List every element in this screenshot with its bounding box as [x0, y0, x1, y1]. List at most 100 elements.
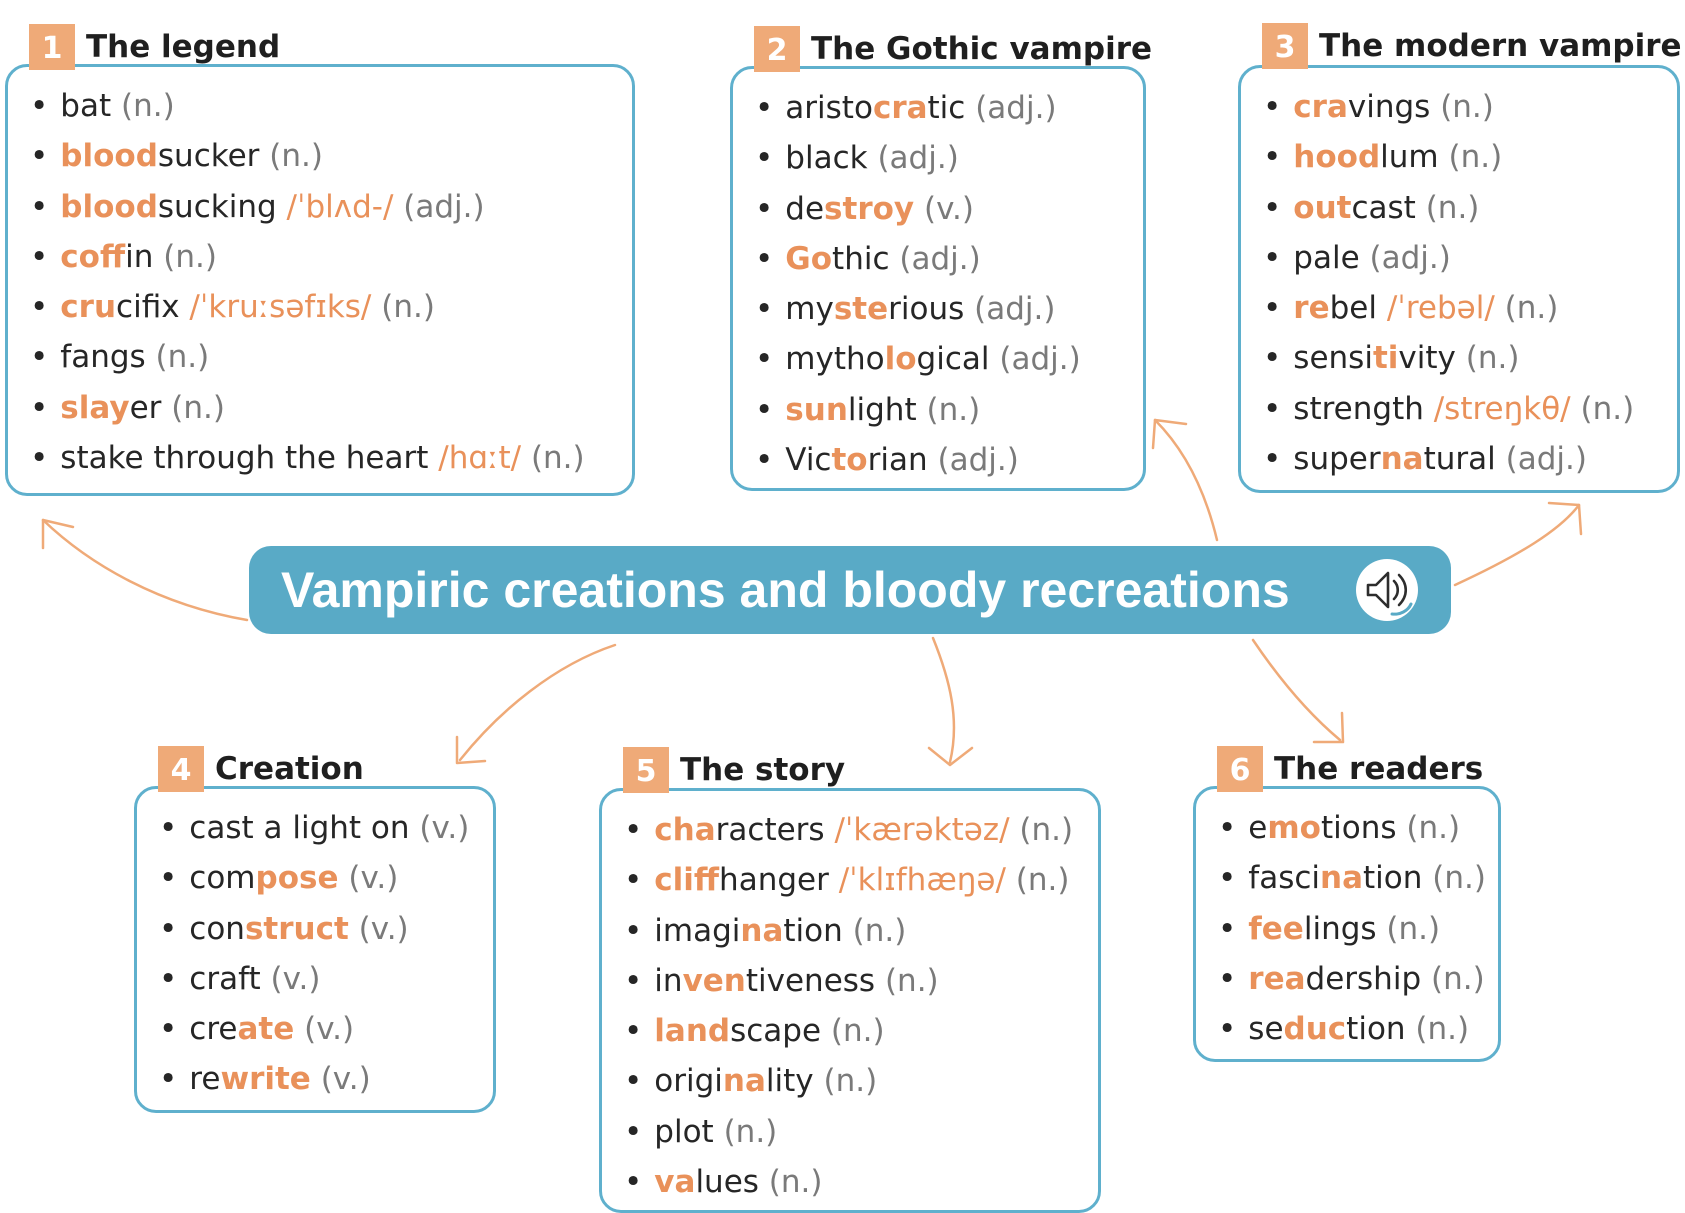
bullet: • [755, 140, 774, 177]
page-title: Vampiric creations and bloody recreation… [281, 562, 1290, 618]
bullet: • [755, 442, 774, 479]
word-text: sucking [157, 188, 277, 225]
part-of-speech: (n.) [163, 238, 217, 275]
bullet: • [1263, 89, 1282, 125]
word-stress: to [831, 442, 868, 479]
part-of-speech: (n.) [1406, 810, 1461, 846]
word-item: •bat (n.) [30, 81, 632, 131]
word-text: lings [1303, 910, 1377, 947]
bullet: • [624, 1113, 643, 1150]
group-1: •bat (n.)•bloodsucker (n.)•bloodsucking … [5, 18, 635, 496]
word-text: plot [654, 1113, 714, 1150]
part-of-speech: (n.) [1386, 910, 1441, 947]
word-item: •sunlight (n.) [755, 385, 1143, 435]
word-stress: coff [60, 238, 126, 275]
word-text: cre [189, 1011, 238, 1048]
group-box: •cravings (n.)•hoodlum (n.)•outcast (n.)… [1238, 65, 1680, 493]
word-item: •black (adj.) [755, 133, 1143, 183]
word-text: bat [60, 88, 112, 124]
word-stress: mo [1267, 810, 1321, 846]
group-5: •characters /ˈkærəktəz/ (n.)•cliffhanger… [599, 741, 1101, 1213]
part-of-speech: (n.) [1019, 812, 1074, 848]
word-item: •strength /streŋkθ/ (n.) [1263, 384, 1677, 434]
word-item: • readership (n.) [1218, 954, 1498, 1004]
part-of-speech: (adj.) [403, 188, 485, 225]
word-item: •aristocratic (adj.) [755, 83, 1143, 133]
speaker-icon[interactable] [1356, 559, 1418, 621]
word-stress: cru [60, 289, 117, 326]
word-text: racters [715, 812, 825, 848]
part-of-speech: (n.) [1430, 960, 1485, 997]
word-text: re [189, 1061, 221, 1098]
word-stress: va [654, 1164, 696, 1201]
bullet: • [1263, 340, 1282, 377]
word-text: com [189, 860, 256, 897]
bullet: • [1218, 1011, 1237, 1048]
arrow-to-story-head [927, 746, 974, 767]
pronunciation: /hɑːt/ [438, 440, 522, 477]
word-item: •create (v.) [159, 1004, 493, 1054]
bullet: • [1218, 910, 1237, 947]
word-text: cast a light on [189, 810, 410, 846]
group-3: •cravings (n.)•hoodlum (n.)•outcast (n.)… [1238, 17, 1682, 493]
word-stress: fee [1248, 910, 1304, 947]
word-item: •stake through the heart /hɑːt/ (n.) [30, 433, 632, 483]
word-item: •fangs (n.) [30, 332, 632, 382]
word-item: •fascination (n.) [1218, 853, 1498, 903]
pronunciation: /ˈkærəktəz/ [834, 812, 1010, 848]
word-item: •imagination (n.) [624, 906, 1098, 956]
word-stress: rea [1248, 960, 1306, 997]
arrow-to-creation [458, 643, 617, 762]
bullet: • [30, 339, 49, 376]
part-of-speech: (v.) [304, 1011, 355, 1048]
arrow-to-readers-head [1312, 711, 1345, 744]
word-text: light [847, 391, 917, 428]
word-text: dership [1305, 960, 1422, 997]
arrow-to-legend [41, 518, 249, 622]
group-box: •emotions (n.)•fascination (n.)•feelings… [1193, 786, 1501, 1062]
bullet: • [30, 88, 49, 124]
group-4: •cast a light on (v.)•compose (v.)•const… [134, 740, 496, 1113]
group-number-badge: 4 [158, 746, 204, 792]
word-stress: ven [682, 962, 746, 999]
pronunciation: /ˈrebəl/ [1386, 290, 1495, 327]
word-text: black [785, 140, 868, 177]
part-of-speech: (n.) [269, 138, 323, 175]
word-text: er [129, 389, 162, 426]
word-item: •Victorian (adj.) [755, 435, 1143, 485]
word-stress: na [1380, 441, 1424, 478]
part-of-speech: (n.) [1448, 139, 1503, 176]
bullet: • [159, 910, 178, 947]
word-list: •aristocratic (adj.)•black (adj.)•destro… [733, 69, 1143, 485]
word-stress: pose [255, 860, 339, 897]
bullet: • [1263, 239, 1282, 276]
group-number-badge: 2 [754, 26, 800, 72]
word-stress: sun [785, 391, 848, 428]
word-text: tic [927, 90, 966, 126]
part-of-speech: (n.) [1015, 862, 1070, 899]
word-text: tion [1363, 860, 1423, 897]
word-stress: cliff [654, 862, 720, 899]
bullet: • [159, 960, 178, 997]
part-of-speech: (v.) [923, 190, 974, 227]
group-number-badge: 1 [29, 24, 75, 70]
bullet: • [624, 1164, 643, 1201]
word-list: •cravings (n.)•hoodlum (n.)•outcast (n.)… [1241, 68, 1677, 484]
word-text: tions [1320, 810, 1397, 846]
word-item: •rebel /ˈrebəl/ (n.) [1263, 283, 1677, 333]
word-item: •coffin (n.) [30, 232, 632, 282]
word-text: bel [1329, 290, 1377, 327]
word-item: •sensitivity (n.) [1263, 333, 1677, 383]
word-text: Vic [785, 442, 832, 479]
word-item: •cravings (n.) [1263, 82, 1677, 132]
group-box: •bat (n.)•bloodsucker (n.)•bloodsucking … [5, 64, 635, 496]
group-number-badge: 5 [623, 747, 669, 793]
part-of-speech: (adj.) [975, 90, 1057, 126]
bullet: • [1218, 960, 1237, 997]
arrow-to-legend-head [41, 518, 75, 550]
word-text: rious [888, 291, 965, 328]
